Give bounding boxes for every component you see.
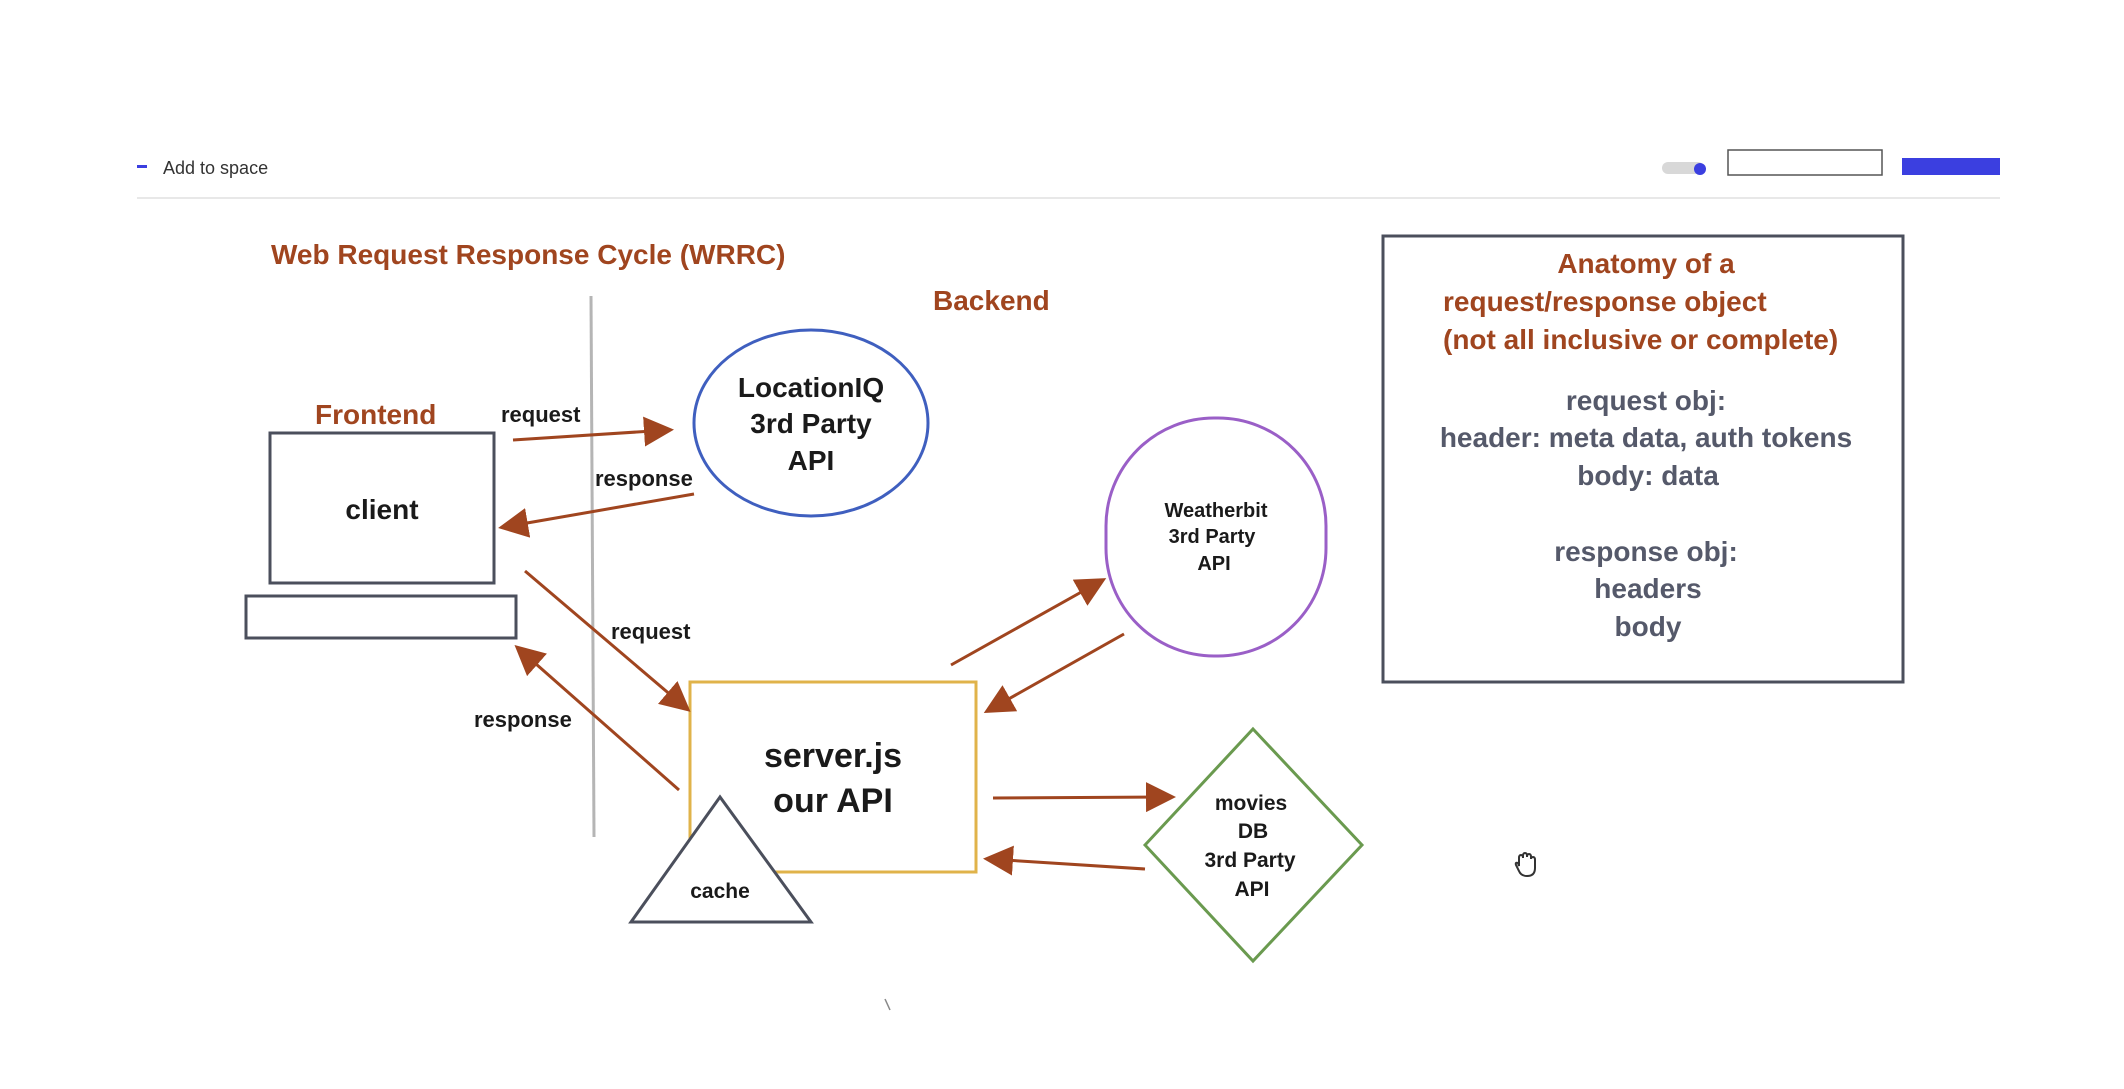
hand-cursor-icon	[1514, 851, 1536, 878]
label-response-top: response	[595, 466, 693, 491]
anatomy-response-body: body	[1615, 611, 1682, 642]
frontend-label: Frontend	[315, 399, 436, 430]
movies-line-4: API	[1234, 878, 1269, 901]
stray-mark	[884, 998, 891, 1011]
anatomy-panel: Anatomy of a request/response object (no…	[1381, 234, 1905, 684]
locationiq-line-1: LocationIQ	[738, 372, 884, 403]
arrow-response-to-client	[514, 645, 680, 792]
cache-triangle	[628, 794, 814, 924]
weatherbit-line-1: Weatherbit	[1165, 500, 1268, 522]
anatomy-box	[1381, 234, 1905, 684]
arrow-server-to-movies	[992, 782, 1176, 813]
arrow-response-from-locationiq	[498, 492, 695, 538]
arrow-request-to-locationiq	[512, 416, 674, 447]
weatherbit-line-2: 3rd Party	[1169, 526, 1257, 548]
movies-diamond	[1142, 726, 1365, 964]
anatomy-response-obj: response obj:	[1554, 536, 1738, 567]
add-to-space-marker	[137, 165, 147, 168]
server-line-1: server.js	[764, 737, 902, 775]
weatherbit-line-3: API	[1197, 553, 1230, 575]
server-line-2: our API	[773, 782, 893, 820]
diagram-title: Web Request Response Cycle (WRRC)	[271, 239, 785, 270]
toolbar: Add to space	[137, 149, 2000, 199]
add-to-space-button[interactable]: Add to space	[163, 158, 268, 178]
anatomy-request-obj: request obj:	[1566, 385, 1726, 416]
arrows	[498, 416, 1176, 876]
weatherbit-shape	[1104, 416, 1328, 658]
client-keyboard	[244, 594, 518, 640]
label-request-mid: request	[611, 619, 691, 644]
cache-label: cache	[690, 880, 750, 903]
cache-node: cache	[628, 794, 814, 924]
weatherbit-node: Weatherbit 3rd Party API	[1104, 416, 1328, 658]
frontend-backend-divider	[589, 295, 596, 838]
backend-label: Backend	[933, 285, 1050, 316]
anatomy-response-headers: headers	[1594, 573, 1701, 604]
arrow-request-to-server	[524, 569, 691, 712]
locationiq-node: LocationIQ 3rd Party API	[692, 328, 930, 518]
locationiq-line-2: 3rd Party	[750, 408, 872, 439]
anatomy-title-line-2: request/response object	[1443, 286, 1767, 317]
client-label: client	[345, 494, 418, 525]
client-laptop: client	[244, 431, 518, 640]
label-request-top: request	[501, 402, 581, 427]
movies-line-2: DB	[1238, 820, 1268, 843]
arrow-movies-to-server	[983, 845, 1146, 876]
toggle-switch[interactable]	[1662, 162, 1704, 174]
locationiq-circle	[692, 328, 930, 518]
locationiq-line-3: API	[788, 445, 835, 476]
anatomy-request-body: body: data	[1577, 460, 1719, 491]
toggle-knob	[1694, 163, 1706, 175]
movies-node: movies DB 3rd Party API	[1142, 726, 1365, 964]
label-response-mid: response	[474, 707, 572, 732]
client-screen	[268, 431, 496, 585]
server-box	[688, 680, 978, 874]
arrow-server-to-weatherbit	[950, 578, 1107, 667]
anatomy-title-line-3: (not all inclusive or complete)	[1443, 324, 1838, 355]
movies-line-3: 3rd Party	[1204, 849, 1295, 872]
server-node: server.js our API	[688, 680, 978, 874]
anatomy-title-line-1: Anatomy of a	[1557, 248, 1735, 279]
anatomy-request-header: header: meta data, auth tokens	[1440, 422, 1852, 453]
arrow-weatherbit-to-server	[983, 632, 1125, 713]
toolbar-primary-button[interactable]	[1902, 158, 2000, 175]
movies-line-1: movies	[1215, 792, 1287, 815]
toolbar-outline-button[interactable]	[1727, 149, 1883, 176]
